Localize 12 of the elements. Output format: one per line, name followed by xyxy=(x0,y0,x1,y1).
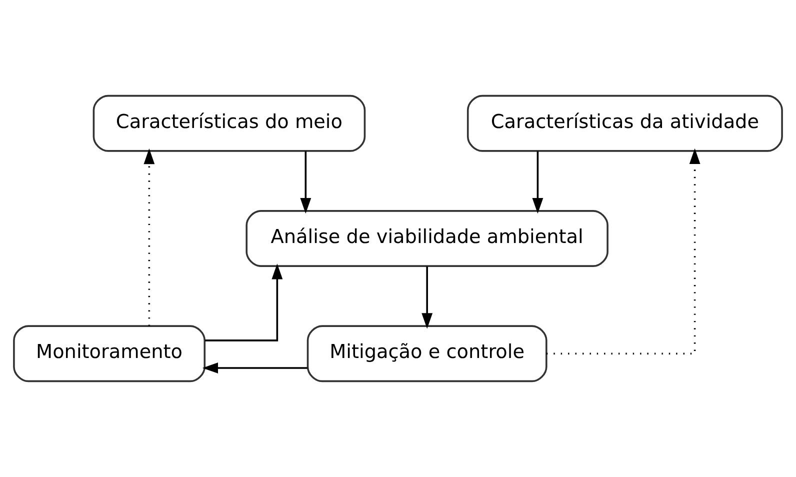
node-box: Análise de viabilidade ambiental xyxy=(246,210,608,267)
node-box: Mitigação e controle xyxy=(306,325,548,382)
node-box: Características da atividade xyxy=(466,94,783,152)
arrow xyxy=(422,266,433,329)
arrow xyxy=(205,264,283,342)
node-box: Monitoramento xyxy=(13,325,206,382)
arrow xyxy=(300,151,312,214)
arrow xyxy=(202,362,308,374)
arrow xyxy=(546,148,700,355)
arrow xyxy=(144,148,155,326)
arrow xyxy=(532,151,544,214)
node-box: Características do meio xyxy=(92,94,366,152)
